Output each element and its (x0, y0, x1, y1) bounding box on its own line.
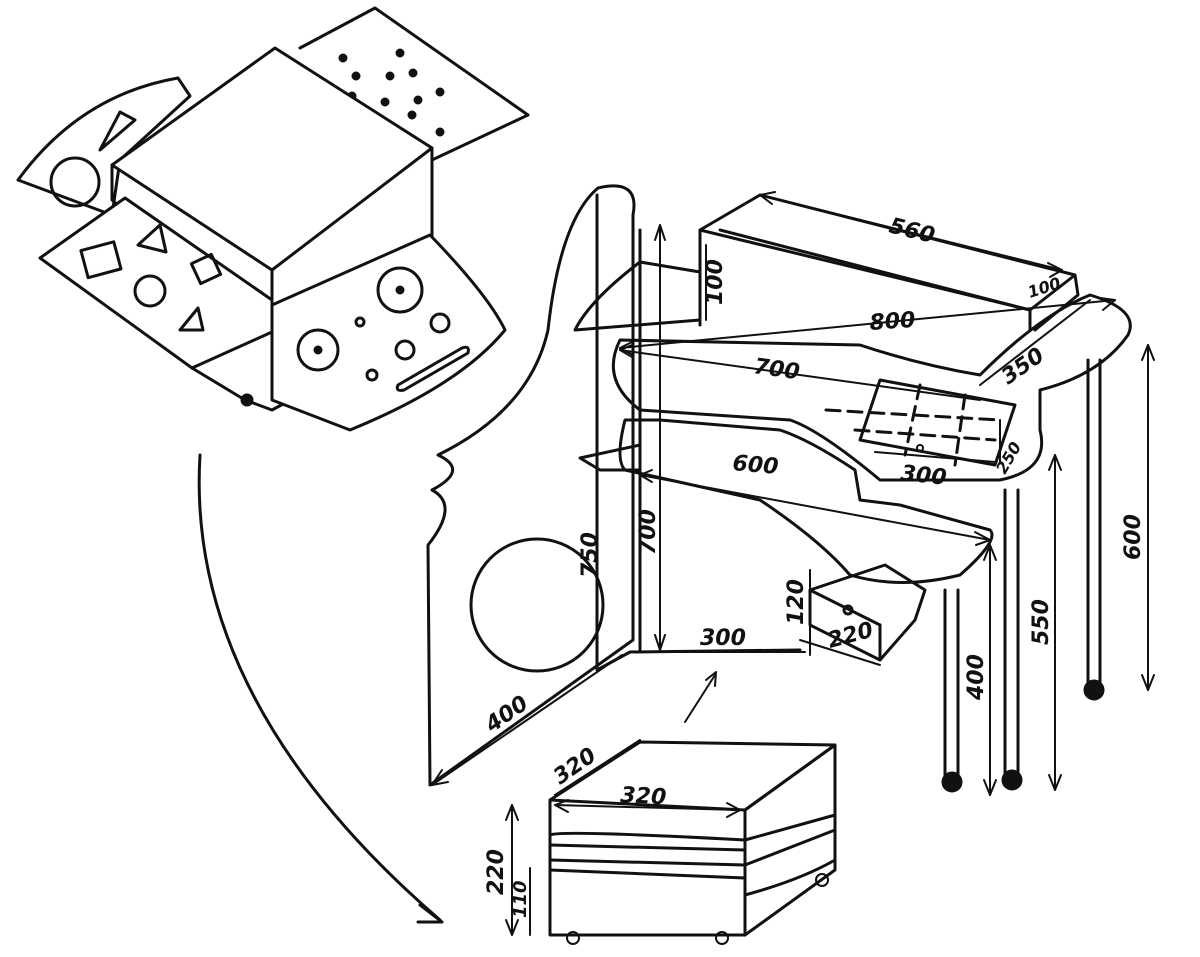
triangle-shape (98, 110, 137, 152)
left-wing-bottom (578, 443, 642, 472)
round-seat (469, 537, 605, 673)
cabinet-caster-1 (566, 931, 580, 945)
knob-large-inner (395, 285, 405, 295)
caster-front-right (1001, 769, 1023, 791)
cabinet-caster-3 (815, 873, 829, 887)
circle-shape-2 (133, 274, 167, 308)
knob-left-inner (313, 345, 323, 355)
transform-arrow (197, 453, 442, 922)
dim-keyboard-width: 300 (899, 461, 947, 491)
dim-low-shelf-length: 600 (731, 451, 779, 480)
left-back-flap (16, 76, 192, 217)
cabinet-front (548, 798, 747, 937)
caster-front-left (941, 771, 963, 793)
top-shelf-back (698, 193, 1077, 312)
dim-cabinet-height: 220 (484, 849, 509, 895)
dim-drawer-height: 120 (784, 579, 809, 625)
dim-mid-shelf-length: 700 (752, 354, 801, 385)
transform-arrowhead (416, 903, 444, 924)
caster-left (240, 393, 254, 407)
dim-post-height: 700 (636, 509, 661, 555)
dim-tower-height: 750 (578, 532, 603, 578)
dim-top-shelf-length: 560 (887, 214, 938, 249)
dim-leg-height-left: 400 (964, 654, 989, 701)
circle-shape (49, 156, 101, 208)
dim-cabinet-width: 320 (620, 783, 667, 810)
desk-illustration (426, 184, 1155, 796)
keyboard-tray (858, 378, 1017, 467)
knob-large-outer (376, 266, 424, 314)
dim-leg-height-right: 600 (1121, 514, 1146, 560)
dim-leg-height-middle: 550 (1029, 599, 1054, 645)
button-round (394, 339, 416, 361)
desk-top (611, 293, 1132, 482)
lower-shelf (618, 418, 994, 584)
slider-slot (395, 345, 470, 392)
caster-back (1083, 679, 1105, 701)
control-panel (270, 233, 507, 432)
diamond-shape (189, 252, 223, 286)
dot-pattern (338, 48, 445, 137)
triangle-shape-3 (178, 306, 205, 332)
dim-top-shelf-depth: 100 (1025, 273, 1063, 301)
dim-desk-length: 800 (869, 308, 917, 336)
dim-top-shelf-height: 100 (703, 259, 728, 305)
cabinet-illustration (505, 739, 837, 945)
square-shape (79, 240, 123, 280)
knob-left-outer (296, 328, 340, 372)
cabinet-arrow (684, 674, 716, 723)
dim-base-width: 300 (700, 626, 746, 651)
dim-keyboard-depth: 250 (992, 439, 1025, 477)
button-tiny (365, 368, 379, 382)
dim-cabinet-lower-height: 110 (510, 880, 531, 918)
button-small (354, 316, 366, 328)
toy-box-illustration (16, 6, 530, 432)
button-medium (429, 312, 451, 334)
cabinet-caster-2 (715, 931, 729, 945)
cabinet-side (743, 743, 837, 937)
left-wing-top (573, 260, 702, 332)
dim-drawer-width: 220 (825, 618, 876, 654)
triangle-shape-2 (136, 223, 168, 254)
side-panel-wavy (426, 184, 636, 787)
